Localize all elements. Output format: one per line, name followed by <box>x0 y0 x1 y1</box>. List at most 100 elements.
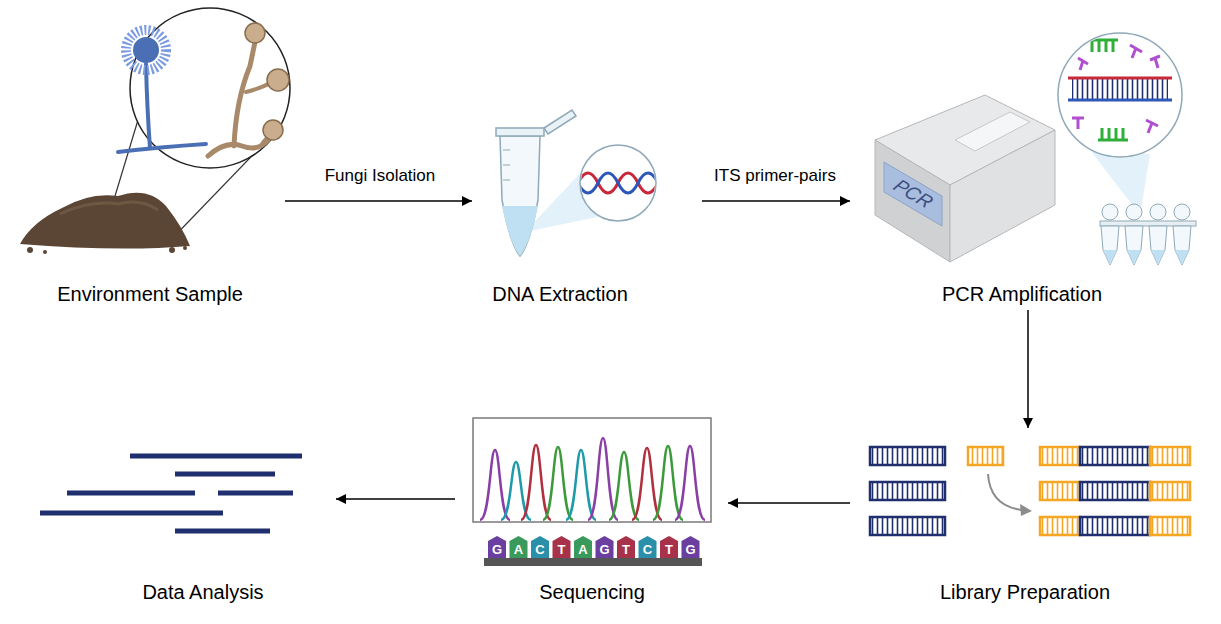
tube-art <box>503 165 510 166</box>
pcr-machine-art <box>1098 128 1128 140</box>
library-art <box>1080 447 1150 465</box>
flow-arrow <box>285 196 472 206</box>
base-letter: T <box>665 542 673 557</box>
pcr-machine-art <box>1103 250 1117 265</box>
chromatogram-art <box>473 418 711 522</box>
arrow-head <box>728 498 738 508</box>
soil-sample-art <box>27 247 33 253</box>
soil-sample-art <box>183 246 187 250</box>
tube-art <box>500 136 540 256</box>
pcr-machine-art <box>1149 226 1167 265</box>
flow-arrow <box>1023 310 1033 428</box>
base-letter: G <box>685 542 695 557</box>
library-art <box>1020 504 1032 516</box>
pcr-machine-art <box>1175 250 1189 265</box>
chromatogram-art <box>480 450 510 520</box>
reads-art <box>130 454 302 459</box>
tube-art <box>496 110 658 256</box>
stage-caption: DNA Extraction <box>492 283 628 306</box>
flow-arrow <box>728 498 850 508</box>
reads-art <box>40 456 302 531</box>
tube-art <box>502 206 538 256</box>
stage-caption: Data Analysis <box>142 581 263 604</box>
tube-art <box>578 173 658 193</box>
pcr-machine-art <box>1151 250 1165 265</box>
soil-sample-art <box>118 144 206 152</box>
pcr-machine-art <box>1130 45 1142 58</box>
pcr-machine-art <box>875 33 1196 265</box>
soil-sample-art <box>20 8 290 254</box>
stage-node: Environment Sample <box>15 10 285 315</box>
stage-caption: Environment Sample <box>57 283 243 306</box>
library-art <box>1040 482 1080 500</box>
library-art <box>1080 482 1150 500</box>
base-letter: A <box>578 542 587 557</box>
flow-arrow <box>702 196 850 206</box>
base-letter: A <box>514 542 523 557</box>
chromatogram-art <box>473 418 711 566</box>
tube-art <box>503 180 510 181</box>
library-art <box>1040 447 1080 465</box>
tube-art <box>578 173 658 193</box>
arrow-head <box>462 196 472 206</box>
chromatogram-art <box>553 536 571 558</box>
pcr-machine-art <box>1068 77 1172 80</box>
pcr-machine-art <box>950 130 1055 262</box>
soil-sample-art <box>169 247 175 253</box>
reads-art <box>218 491 293 496</box>
pcr-machine-art <box>1068 99 1172 102</box>
soil-sample-art <box>267 69 289 91</box>
stage-node: DNA Extraction <box>472 110 702 310</box>
base-letter: C <box>535 542 544 557</box>
reads-art <box>40 511 223 516</box>
library-art <box>1150 447 1190 465</box>
pcr-machine-art <box>1146 120 1158 133</box>
pcr-machine-art <box>1102 204 1118 220</box>
chromatogram-art <box>521 445 551 520</box>
chromatogram-art <box>617 536 635 558</box>
chromatogram-art <box>543 447 573 520</box>
arrow-line <box>728 502 850 504</box>
pcr-machine-art <box>1101 226 1119 265</box>
library-art <box>1080 517 1150 535</box>
library-art <box>1150 482 1190 500</box>
chromatogram-art <box>609 452 639 520</box>
pcr-machine-art <box>1058 33 1182 157</box>
soil-sample-art <box>245 23 265 43</box>
tube-art <box>544 110 576 134</box>
arrow-line <box>702 200 850 202</box>
tube-art <box>578 173 658 193</box>
reads-art <box>175 529 270 534</box>
library-art <box>870 447 945 465</box>
tube-art <box>503 150 510 151</box>
library-art <box>1150 517 1190 535</box>
tube-art <box>496 128 544 136</box>
chromatogram-art <box>653 446 683 520</box>
pcr-machine-art <box>955 112 1030 151</box>
pcr-machine-art <box>1150 56 1160 68</box>
base-letter: T <box>622 542 630 557</box>
pcr-machine-art <box>1078 58 1088 70</box>
library-art <box>968 447 1003 465</box>
soil-sample-art <box>133 37 159 63</box>
stage-caption: Library Preparation <box>940 581 1110 604</box>
pcr-machine-art <box>1068 40 1172 140</box>
flow-arrow <box>336 494 455 504</box>
chromatogram-art <box>588 438 618 520</box>
pcr-machine-art <box>875 140 950 262</box>
chromatogram-art <box>510 536 528 558</box>
pcr-machine-art <box>1090 150 1150 215</box>
soil-sample-art <box>146 64 150 148</box>
pcr-machine-art <box>1125 226 1143 265</box>
soil-sample-art <box>43 250 47 254</box>
soil-sample-art <box>208 140 268 156</box>
arrow-line <box>1027 310 1029 428</box>
stage-node: PCR Amplification <box>850 5 1215 310</box>
chromatogram-art <box>596 536 614 558</box>
pcr-machine-art <box>884 162 942 226</box>
library-art <box>870 517 945 535</box>
base-letter: C <box>643 542 652 557</box>
